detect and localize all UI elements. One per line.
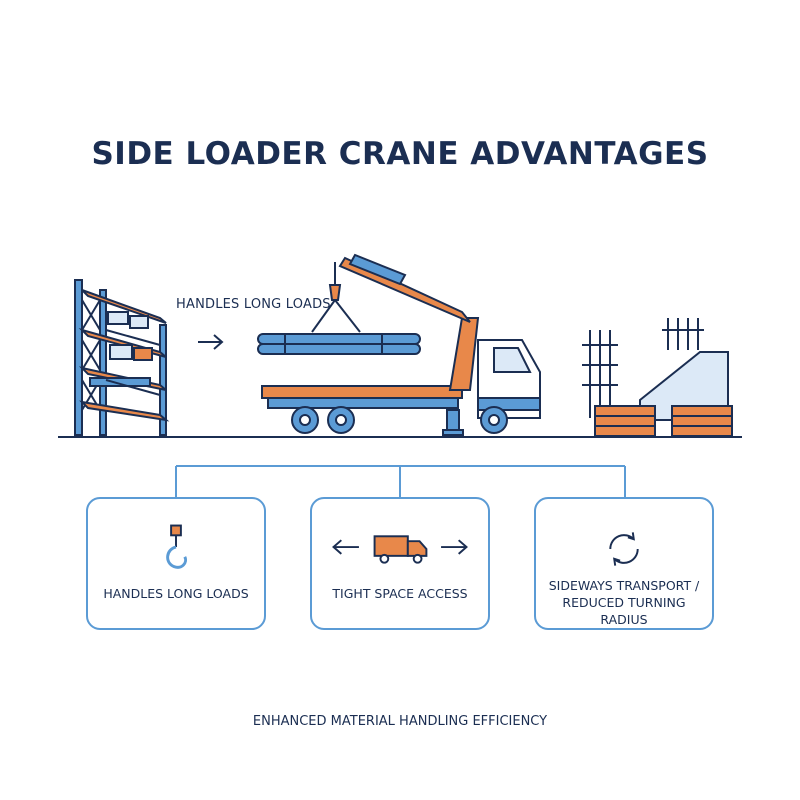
scene-label: HANDLES LONG LOADS xyxy=(176,297,331,312)
construction-site-icon xyxy=(582,318,733,437)
card-label: SIDEWAYS TRANSPORT / REDUCED TURNING RAD… xyxy=(548,578,700,627)
card-label: HANDLES LONG LOADS xyxy=(103,586,249,601)
crane-scene-illustration xyxy=(58,253,742,470)
rotate-arrows-icon xyxy=(609,532,639,566)
right-arrow-icon xyxy=(198,334,224,350)
storage-rack-icon xyxy=(74,279,170,436)
card-label: TIGHT SPACE ACCESS xyxy=(332,586,468,601)
truck-arrows-icon xyxy=(332,535,468,564)
crane-truck-icon xyxy=(257,253,541,436)
card-tight-space-access: TIGHT SPACE ACCESS xyxy=(310,497,490,630)
card-handles-long-loads: HANDLES LONG LOADS xyxy=(86,497,266,630)
footer-caption: ENHANCED MATERIAL HANDLING EFFICIENCY xyxy=(252,714,548,729)
card-sideways-transport: SIDEWAYS TRANSPORT / REDUCED TURNING RAD… xyxy=(534,497,714,630)
connector-drops xyxy=(175,466,626,498)
hook-icon xyxy=(166,524,187,569)
page-title: SIDE LOADER CRANE ADVANTAGES xyxy=(91,136,709,172)
